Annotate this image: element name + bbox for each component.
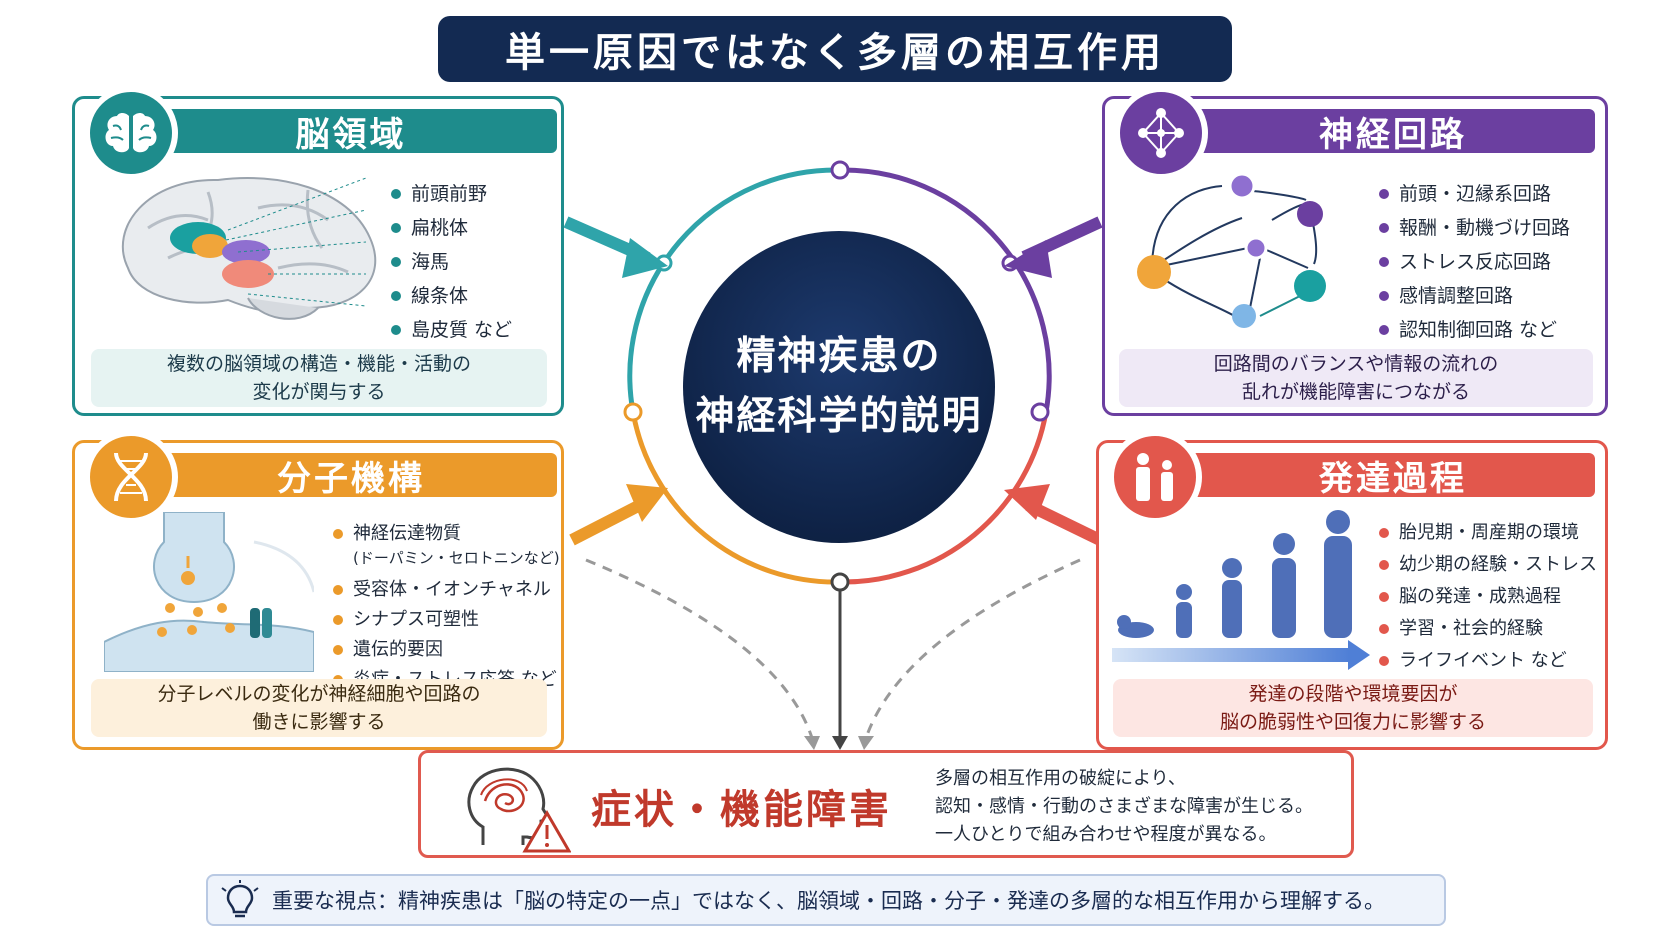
list-item: 神経伝達物質(ドーパミン・セロトニンなど): [331, 517, 560, 575]
list-item: 感情調整回路: [1377, 279, 1570, 313]
symptom-title: 症状・機能障害: [591, 787, 892, 833]
insight-text: 重要な視点：精神疾患は「脳の特定の一点」ではなく、脳領域・回路・分子・発達の多層…: [272, 889, 1385, 913]
dna-icon: [84, 430, 178, 524]
list-item: 島皮質 など: [389, 313, 512, 347]
list-item: ストレス反応回路: [1377, 245, 1570, 279]
panel-title-neural-circuits: 神経回路: [1191, 109, 1595, 155]
list-item: 認知制御回路 など: [1377, 313, 1570, 347]
insight-bar: 重要な視点：精神疾患は「脳の特定の一点」ではなく、脳領域・回路・分子・発達の多層…: [206, 874, 1446, 926]
list-item: 受容体・イオンチャネル: [331, 575, 560, 605]
caption-molecular: 分子レベルの変化が神経細胞や回路の働きに影響する: [91, 679, 547, 737]
ring-arc-orange: [630, 411, 841, 585]
brain-icon: [84, 86, 178, 180]
ring-node-right: [1030, 402, 1050, 422]
panel-title-molecular: 分子機構: [145, 453, 557, 499]
panel-title-brain-regions: 脳領域: [145, 109, 557, 155]
panel-title-development: 発達過程: [1191, 453, 1595, 499]
list-item: 前頭・辺縁系回路: [1377, 177, 1570, 211]
development-list: 胎児期・周産期の環境 幼少期の経験・ストレス 脳の発達・成熟過程 学習・社会的経…: [1377, 517, 1597, 677]
arrow-orange: [626, 484, 668, 522]
ring-arc-purple: [839, 167, 1052, 413]
caption-development: 発達の段階や環境要因が脳の脆弱性や回復力に影響する: [1113, 679, 1593, 737]
dashed-left: [585, 558, 814, 739]
panel-symptoms: 症状・機能障害 多層の相互作用の破綻により、 認知・感情・行動のさまざまな障害が…: [418, 750, 1354, 858]
circuit-diagram: [1137, 172, 1326, 328]
list-item: 線条体: [389, 279, 512, 313]
brain-region-list: 前頭前野 扁桃体 海馬 線条体 島皮質 など: [389, 177, 512, 347]
network-icon: [1114, 86, 1208, 180]
ring-node-top: [830, 160, 850, 180]
family-icon: [1108, 430, 1202, 524]
arrow-red: [1004, 484, 1050, 520]
panel-neural-circuits: 神経回路 前頭・辺縁系回路 報酬・動機づけ回路 ストレス反応回路 感情調整回路 …: [1102, 96, 1608, 416]
panel-development: 発達過程 胎児期・周産期の環境 幼少期の経験・ストレス 脳の発達・成熟過程 学習…: [1096, 440, 1608, 750]
list-item: 胎児期・周産期の環境: [1377, 517, 1597, 549]
head-warning-icon: [467, 767, 571, 853]
neural-circuit-list: 前頭・辺縁系回路 報酬・動機づけ回路 ストレス反応回路 感情調整回路 認知制御回…: [1377, 177, 1570, 347]
list-item: 海馬: [389, 245, 512, 279]
ring-node-bottom: [830, 572, 850, 592]
list-item: 幼少期の経験・ストレス: [1377, 549, 1597, 581]
list-item: シナプス可塑性: [331, 605, 560, 635]
molecular-list: 神経伝達物質(ドーパミン・セロトニンなど) 受容体・イオンチャネル シナプス可塑…: [331, 517, 560, 695]
growth-illustration: [1112, 510, 1370, 670]
arrow-down: [832, 736, 848, 750]
symptom-description: 多層の相互作用の破綻により、 認知・感情・行動のさまざまな障害が生じる。 一人ひ…: [935, 768, 1313, 845]
center-concept: 精神疾患の 神経科学的説明: [683, 231, 995, 543]
list-item: 脳の発達・成熟過程: [1377, 581, 1597, 613]
caption-neural-circuits: 回路間のバランスや情報の流れの乱れが機能障害につながる: [1119, 349, 1593, 407]
list-item: 学習・社会的経験: [1377, 613, 1597, 645]
lightbulb-icon: [221, 880, 259, 918]
list-item: 前頭前野: [389, 177, 512, 211]
brain-illustration: [122, 177, 377, 320]
list-item: 遺伝的要因: [331, 635, 560, 665]
list-item: 報酬・動機づけ回路: [1377, 211, 1570, 245]
center-title-line2: 神経科学的説明: [695, 394, 983, 439]
list-item: 扁桃体: [389, 211, 512, 245]
arrow-teal: [622, 238, 668, 278]
arrow-purple: [1004, 240, 1052, 278]
ring-arc-red: [839, 411, 1049, 585]
center-title-line1: 精神疾患の: [736, 334, 942, 379]
list-item: ライフイベント など: [1377, 645, 1597, 677]
ring-node-left: [623, 402, 643, 422]
dashed-right: [864, 558, 1081, 739]
caption-brain-regions: 複数の脳領域の構造・機能・活動の変化が関与する: [91, 349, 547, 407]
ring-arc-teal: [627, 167, 841, 413]
main-title: 単一原因ではなく多層の相互作用: [438, 16, 1232, 82]
synapse-illustration: [104, 512, 314, 672]
